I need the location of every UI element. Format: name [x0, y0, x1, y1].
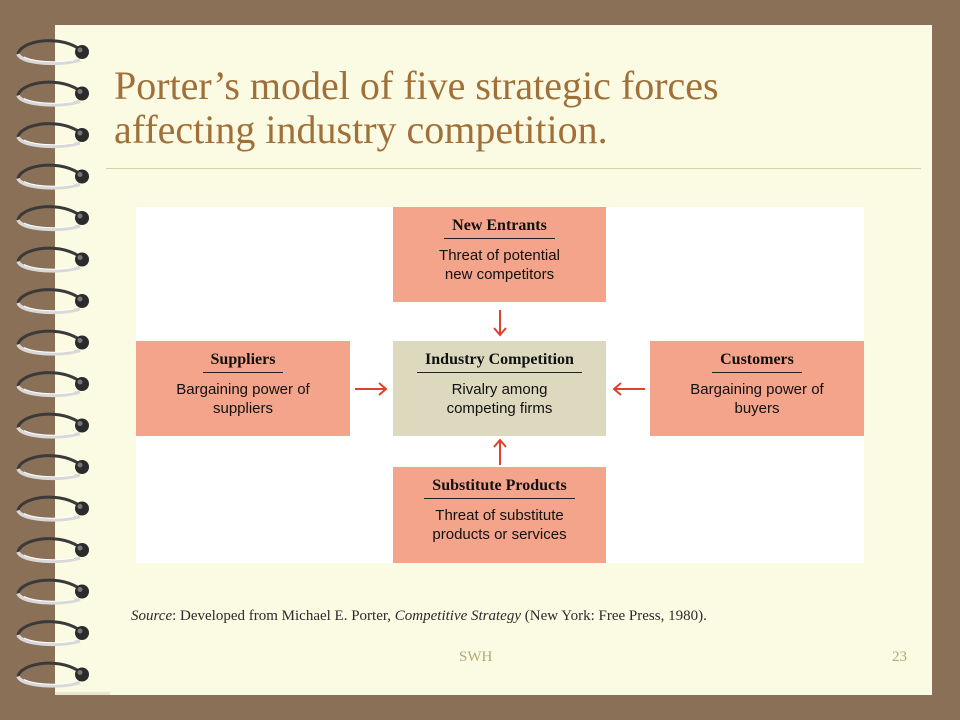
suppliers-title: Suppliers	[202, 351, 284, 373]
suppliers-box: Suppliers Bargaining power of suppliers	[136, 341, 350, 436]
page-title: Porter’s model of five strategic forces …	[114, 64, 914, 152]
arrow-left-icon	[612, 382, 645, 396]
suppliers-line-2: suppliers	[212, 400, 274, 417]
substitutes-line-2: products or services	[432, 526, 567, 543]
title-divider	[106, 168, 921, 169]
new-entrants-box: New Entrants Threat of potential new com…	[393, 207, 606, 302]
source-citation: Source: Developed from Michael E. Porter…	[131, 608, 911, 625]
customers-title: Customers	[712, 351, 802, 373]
binding-ring	[16, 39, 89, 66]
footer-author: SWH	[459, 649, 493, 665]
page-edge	[55, 692, 110, 695]
binding-ring	[16, 246, 89, 273]
binding-ring	[16, 205, 89, 232]
binding-ring	[16, 371, 89, 398]
binding-ring	[16, 329, 89, 356]
source-book-title: Competitive Strategy	[394, 608, 521, 624]
binding-ring	[16, 454, 89, 481]
spiral-binding-icon	[16, 39, 89, 688]
substitute-products-title: Substitute Products	[424, 477, 575, 499]
new-entrants-title: New Entrants	[444, 217, 555, 239]
binding-ring	[16, 412, 89, 439]
industry-line-2: competing firms	[446, 400, 553, 417]
substitute-products-box: Substitute Products Threat of substitute…	[393, 467, 606, 563]
arrow-down-icon	[493, 310, 507, 337]
binding-ring	[16, 620, 89, 647]
five-forces-diagram: New Entrants Threat of potential new com…	[136, 207, 864, 563]
binding-ring	[16, 495, 89, 522]
industry-competition-box: Industry Competition Rivalry among compe…	[393, 341, 606, 436]
industry-competition-title: Industry Competition	[417, 351, 582, 373]
binding-ring	[16, 80, 89, 107]
new-entrants-line-2: new competitors	[444, 266, 555, 283]
industry-line-1: Rivalry among	[451, 381, 548, 398]
title-line-2: affecting industry competition.	[114, 107, 608, 152]
arrow-right-icon	[355, 382, 388, 396]
suppliers-line-1: Bargaining power of	[176, 381, 310, 398]
binding-ring	[16, 537, 89, 564]
customers-box: Customers Bargaining power of buyers	[650, 341, 864, 436]
new-entrants-line-1: Threat of potential	[439, 247, 560, 264]
page-number: 23	[892, 649, 907, 665]
binding-ring	[16, 122, 89, 149]
binding-ring	[16, 163, 89, 190]
arrow-up-icon	[493, 438, 507, 465]
customers-line-1: Bargaining power of	[690, 381, 824, 398]
substitutes-line-1: Threat of substitute	[435, 507, 564, 524]
binding-ring	[16, 288, 89, 315]
source-label: Source	[131, 608, 173, 624]
customers-line-2: buyers	[734, 400, 780, 417]
source-text-before: : Developed from Michael E. Porter,	[172, 608, 395, 624]
binding-ring	[16, 661, 89, 688]
title-line-1: Porter’s model of five strategic forces	[114, 63, 719, 108]
source-text-after: (New York: Free Press, 1980).	[521, 608, 707, 624]
binding-ring	[16, 578, 89, 605]
